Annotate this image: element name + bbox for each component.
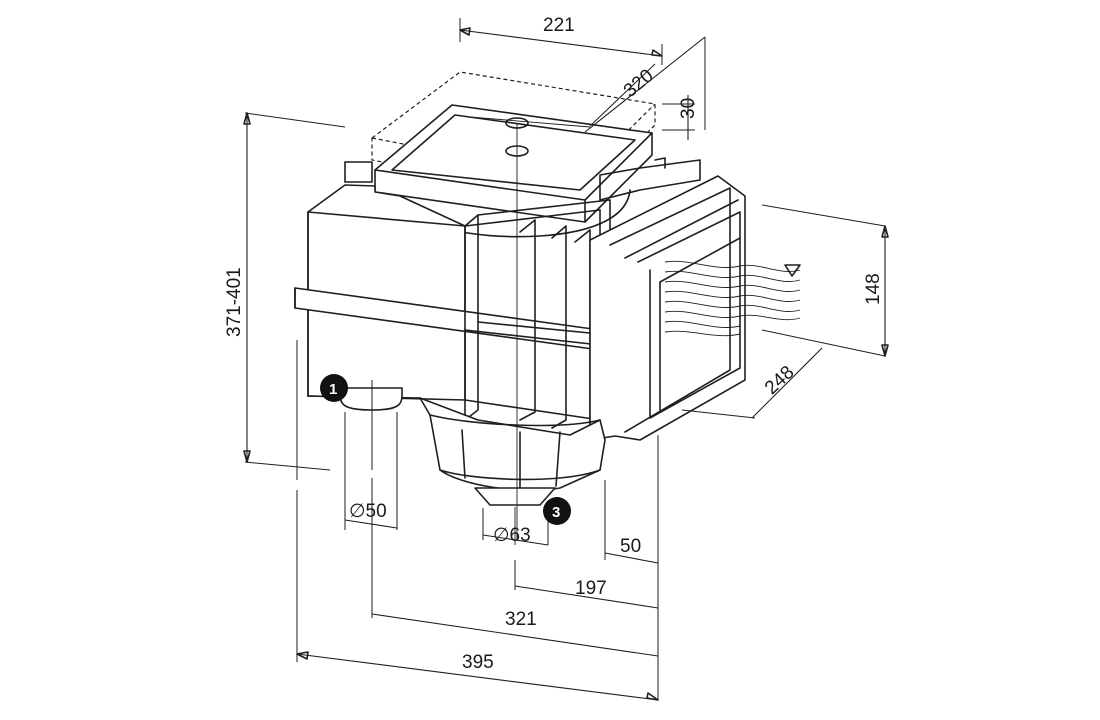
center-line (469, 116, 591, 545)
dim-197: 197 (575, 578, 607, 599)
dim-dia-63: ∅63 (493, 525, 531, 546)
dim-dia-50: ∅50 (349, 501, 387, 522)
callout-3-label: 3 (552, 504, 560, 521)
callout-3: 3 (543, 497, 571, 525)
dimension-lines (243, 18, 889, 701)
dim-30: 30 (678, 98, 699, 119)
dim-221: 221 (543, 15, 575, 36)
callout-1: 1 (320, 374, 348, 402)
body-ribs (464, 157, 701, 439)
dim-320: 320 (620, 65, 658, 101)
dim-50: 50 (620, 536, 641, 557)
bottom-ports (339, 387, 606, 506)
dim-148: 148 (863, 273, 884, 305)
dim-248: 248 (761, 362, 799, 399)
mouth-frame (589, 175, 801, 441)
dim-371-401: 371-401 (224, 267, 245, 337)
dim-395: 395 (462, 652, 494, 673)
callout-1-label: 1 (329, 381, 337, 398)
dim-321: 321 (505, 609, 537, 630)
